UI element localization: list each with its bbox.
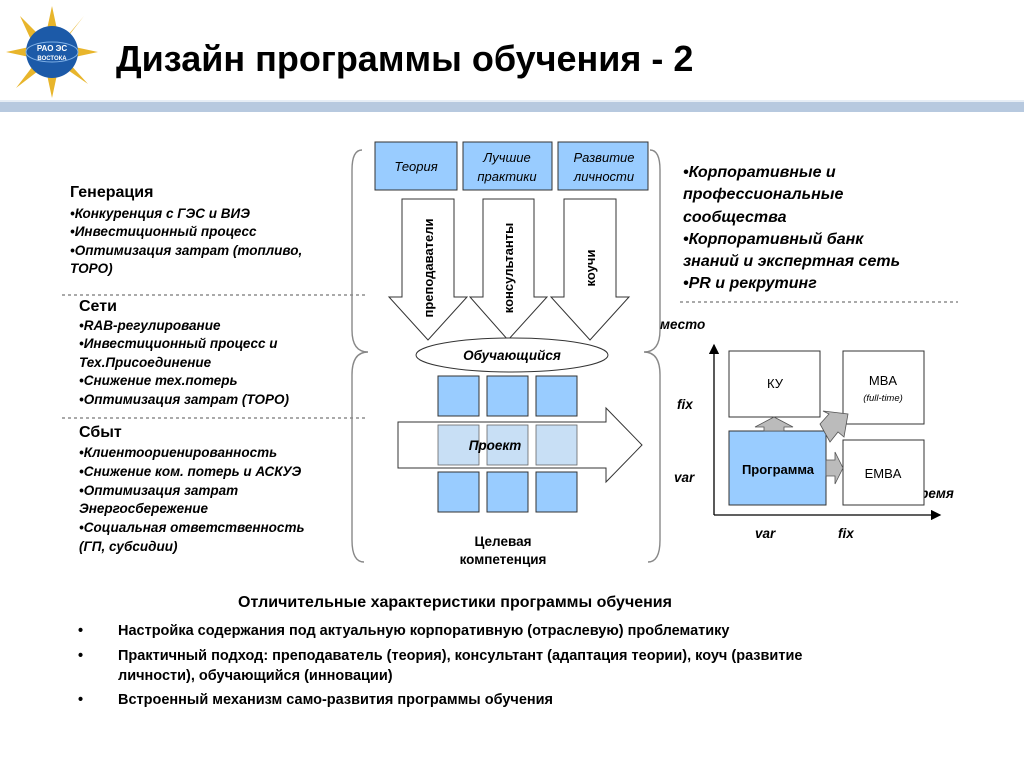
mba-cell — [842, 350, 925, 425]
section-title-generation: Генерация — [70, 184, 154, 201]
y-tick-var: var — [674, 470, 695, 485]
right-list-item: профессиональные — [683, 186, 844, 204]
networks-item: •Снижение тех.потерь — [79, 373, 238, 388]
right-brace — [643, 149, 661, 563]
right-list-item: сообщества — [683, 208, 787, 226]
feature-text: Настройка содержания под актуальную корп… — [118, 623, 730, 639]
right-bullet-list: •Корпоративные и профессиональные сообще… — [683, 162, 973, 296]
target-label-2: компетенция — [460, 552, 547, 567]
left-brace — [351, 149, 369, 563]
sales-item: •Социальная ответственность — [79, 520, 305, 535]
personal-development-box — [557, 141, 649, 191]
grid-square — [486, 471, 529, 513]
logo-text-2: ВОСТОКА — [37, 56, 67, 62]
mba-label: MBA — [869, 373, 898, 388]
bullet: • — [78, 692, 84, 708]
theory-label: Теория — [394, 159, 437, 174]
grid-square — [535, 375, 578, 417]
networks-item: •Оптимизация затрат (ТОРО) — [79, 392, 289, 407]
feature-row: • Настройка содержания под актуальную ко… — [78, 621, 1018, 641]
learner-label: Обучающийся — [463, 348, 561, 363]
personal-development-label-1: Развитие — [574, 150, 635, 165]
feature-row: • Встроенный механизм само-развития прог… — [78, 690, 1018, 710]
feature-text: Практичный подход: преподаватель (теория… — [118, 648, 803, 664]
generation-item: •Инвестиционный процесс — [70, 224, 257, 239]
y-axis-label: место — [660, 317, 705, 332]
grid-square — [486, 375, 529, 417]
best-practices-label-2: практики — [477, 169, 536, 184]
bullet: • — [78, 648, 84, 664]
diagonal-arrow-to-mba — [819, 410, 849, 443]
sales-item: •Клиентоориенированность — [79, 445, 278, 460]
sales-item: •Оптимизация затрат — [79, 483, 239, 498]
generation-item: •Оптимизация затрат (топливо, — [70, 243, 303, 258]
target-label-1: Целевая — [475, 534, 532, 549]
x-tick-var: var — [755, 526, 776, 541]
generation-item: •Конкуренция с ГЭС и ВИЭ — [70, 206, 250, 221]
networks-item: Тех.Присоединение — [79, 355, 212, 370]
x-tick-fix: fix — [838, 526, 854, 541]
feature-text: личности), обучающийся (инновации) — [118, 668, 393, 684]
section-title-sales: Сбыт — [79, 424, 122, 441]
generation-item: ТОРО) — [70, 261, 113, 276]
project-label: Проект — [469, 438, 522, 453]
right-list-item: знаний и экспертная сеть — [683, 253, 901, 271]
ku-label: КУ — [767, 376, 784, 391]
y-tick-fix: fix — [677, 397, 693, 412]
learner-ellipse — [415, 337, 609, 373]
grid-square — [535, 424, 578, 466]
sales-item: (ГП, субсидии) — [79, 539, 178, 554]
teachers-label: преподаватели — [421, 218, 436, 317]
grid-square — [535, 471, 578, 513]
feature-text: Встроенный механизм само-развития програ… — [118, 692, 554, 708]
emba-cell — [842, 439, 925, 506]
grid-square — [486, 424, 529, 466]
networks-item: •RAB-регулирование — [79, 318, 221, 333]
logo-text-1: РАО ЭС — [37, 44, 67, 53]
program-label: Программа — [742, 462, 815, 477]
right-list-item: •PR и рекрутинг — [683, 275, 817, 293]
page-title: Дизайн программы обучения - 2 — [116, 38, 694, 79]
consultants-label: консультанты — [501, 223, 516, 313]
globe-icon — [26, 26, 78, 78]
best-practices-label-1: Лучшие — [482, 150, 530, 165]
personal-development-label-2: личности — [573, 169, 634, 184]
down-arrow-teachers — [387, 198, 469, 341]
right-arrow-to-emba — [825, 451, 844, 485]
down-arrow-coaches — [549, 198, 631, 341]
distinctive-features-title: Отличительные характеристики программы о… — [238, 594, 672, 611]
bullet: • — [78, 623, 84, 639]
mba-sublabel: (full-time) — [863, 393, 903, 404]
best-practices-box — [462, 141, 553, 191]
grid-square — [437, 375, 480, 417]
grid-square — [437, 471, 480, 513]
networks-item: •Инвестиционный процесс и — [79, 336, 278, 351]
right-list-item: •Корпоративный банк — [683, 230, 864, 248]
feature-row: • Практичный подход: преподаватель (теор… — [78, 646, 1018, 686]
sales-item: •Снижение ком. потерь и АСКУЭ — [79, 464, 302, 479]
grid-square — [437, 424, 480, 466]
program-cell — [728, 430, 827, 506]
section-title-networks: Сети — [79, 298, 117, 315]
up-arrow-to-ku — [754, 416, 794, 432]
emba-label: EMBA — [865, 466, 902, 481]
coaches-label: коучи — [583, 250, 598, 287]
ku-cell — [728, 350, 821, 418]
theory-box — [374, 141, 458, 191]
company-logo: РАО ЭС ВОСТОКА — [4, 4, 100, 100]
down-arrow-consultants — [468, 198, 549, 341]
sales-item: Энергосбережение — [79, 501, 209, 516]
right-list-item: •Корпоративные и — [683, 164, 836, 181]
header-divider — [0, 100, 1024, 112]
